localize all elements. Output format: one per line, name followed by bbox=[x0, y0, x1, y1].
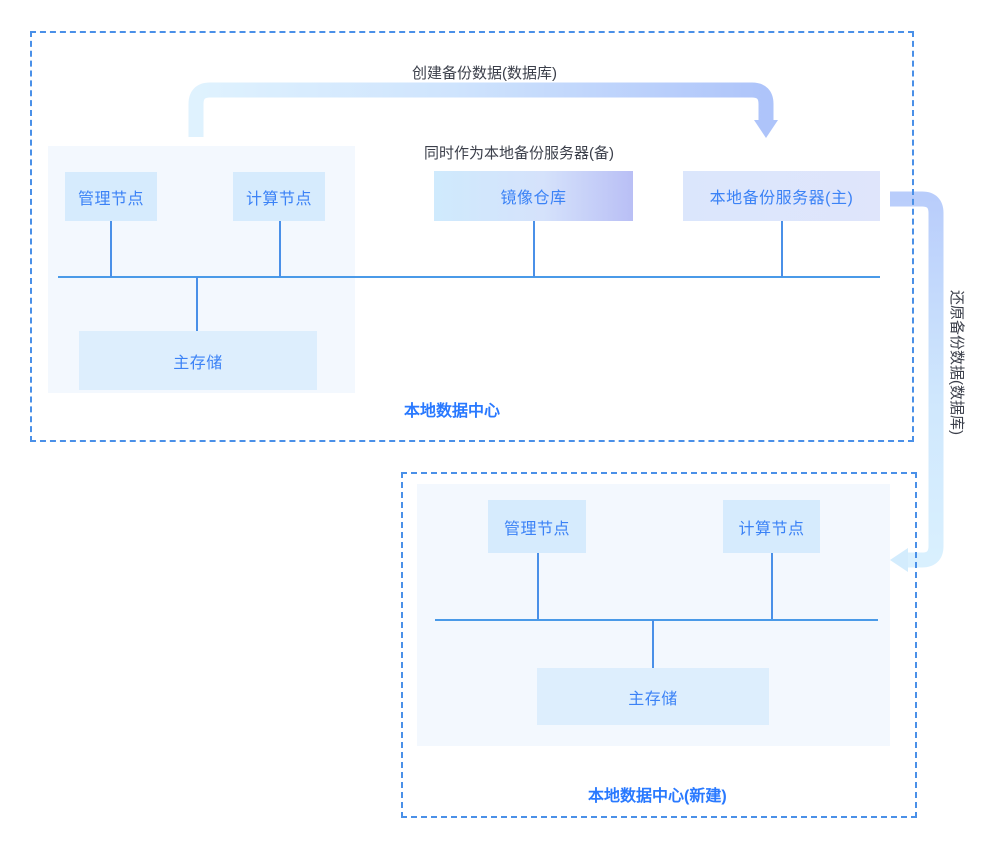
annotation-create-backup: 创建备份数据(数据库) bbox=[412, 65, 557, 82]
node-compute-node-new-label: 计算节点 bbox=[738, 520, 805, 538]
stem-primary-storage bbox=[196, 277, 198, 332]
node-primary-storage-new[interactable]: 主存储 bbox=[537, 668, 769, 725]
node-manage-node-new-label: 管理节点 bbox=[503, 520, 570, 538]
annotation-also-standby: 同时作为本地备份服务器(备) bbox=[424, 145, 614, 162]
node-compute-node[interactable]: 计算节点 bbox=[233, 172, 325, 221]
node-image-repository[interactable]: 镜像仓库 bbox=[434, 171, 633, 221]
region-new-datacenter bbox=[401, 472, 917, 818]
restore-backup-flow-arrow bbox=[890, 191, 944, 572]
node-primary-storage[interactable]: 主存储 bbox=[79, 331, 317, 390]
stem-primary-storage-new bbox=[652, 620, 654, 668]
region-primary-datacenter bbox=[30, 31, 914, 442]
caption-new-datacenter: 本地数据中心(新建) bbox=[588, 788, 727, 805]
stem-manage-node bbox=[110, 221, 112, 277]
stem-manage-node-new bbox=[537, 553, 539, 619]
stem-compute-node bbox=[279, 221, 281, 277]
node-manage-node-label: 管理节点 bbox=[77, 190, 144, 208]
create-backup-flow-arrow bbox=[188, 82, 778, 138]
primary-bus-line bbox=[58, 276, 880, 278]
node-image-repository-label: 镜像仓库 bbox=[500, 190, 567, 207]
node-compute-node-new[interactable]: 计算节点 bbox=[723, 500, 820, 553]
node-manage-node-new[interactable]: 管理节点 bbox=[488, 500, 586, 553]
new-bus-line bbox=[435, 619, 878, 621]
node-local-backup-server-primary-label: 本地备份服务器(主) bbox=[709, 190, 854, 207]
annotation-restore-backup: 还原备份数据(数据库) bbox=[948, 290, 965, 435]
node-compute-node-label: 计算节点 bbox=[245, 190, 312, 208]
stem-local-backup-server bbox=[781, 221, 783, 277]
stem-compute-node-new bbox=[771, 553, 773, 619]
node-primary-storage-label: 主存储 bbox=[173, 354, 223, 372]
node-manage-node[interactable]: 管理节点 bbox=[65, 172, 157, 221]
node-primary-storage-new-label: 主存储 bbox=[628, 690, 678, 708]
stem-image-repository bbox=[533, 221, 535, 277]
node-local-backup-server-primary[interactable]: 本地备份服务器(主) bbox=[683, 171, 880, 221]
caption-primary-datacenter: 本地数据中心 bbox=[404, 403, 501, 420]
